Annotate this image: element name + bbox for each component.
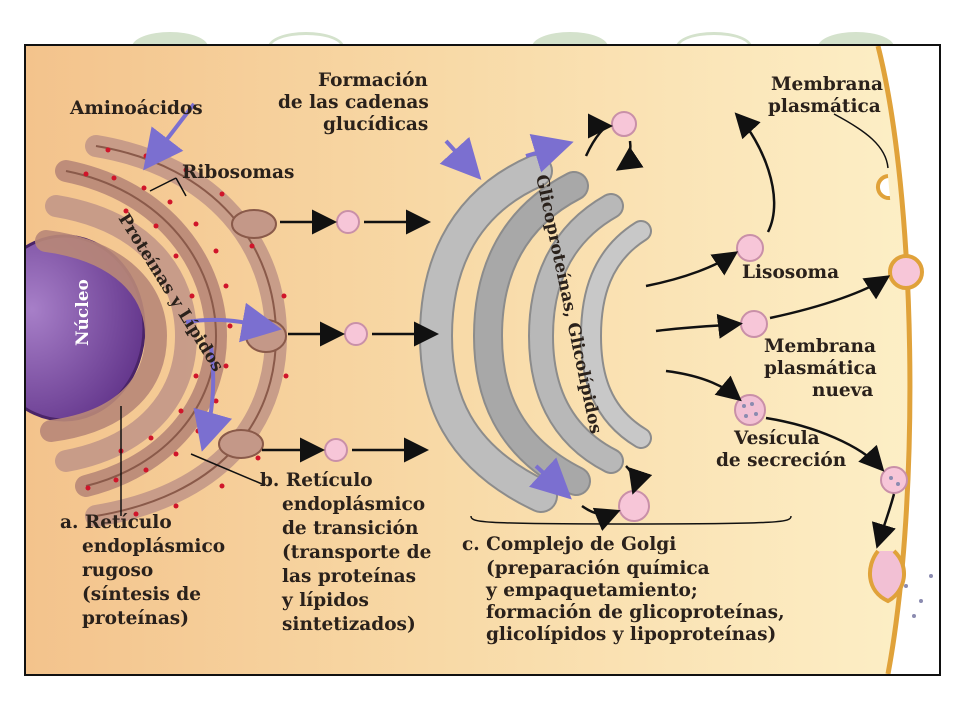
glycan-formation-label-3: glucídicas (323, 114, 428, 135)
transition-er-label-1: b. Retículo (260, 470, 373, 491)
rough-er-label-2: endoplásmico (82, 536, 225, 557)
secretory-vesicle-label-2: de secreción (716, 450, 847, 471)
glycan-formation-label-1: Formación (318, 70, 428, 91)
purple-flow-arrows (143, 102, 574, 500)
label-pointers (120, 113, 889, 525)
amino-acids-label: Aminoácidos (69, 98, 203, 119)
ribosomes-label: Ribosomas (182, 162, 294, 183)
membrane-fused-vesicle (888, 254, 924, 290)
secretory-vesicle (734, 394, 766, 426)
lysosome-label: Lisosoma (742, 262, 839, 283)
transition-er-label-2: endoplásmico (282, 494, 425, 515)
rough-er-label-5: proteínas) (82, 608, 189, 629)
plasma-membrane-label-1: Membrana (771, 74, 883, 95)
ribosomes (83, 147, 289, 517)
transport-vesicles (324, 111, 908, 522)
transition-er-label-5: las proteínas (282, 566, 416, 587)
golgi-label-5: glicolípidos y lipoproteínas) (486, 624, 776, 645)
glycan-formation-label-2: de las cadenas (278, 92, 429, 113)
golgi-label-1: c. Complejo de Golgi (462, 534, 676, 555)
transition-er-label-4: (transporte de (282, 542, 431, 563)
rough-er-label-1: a. Retículo (60, 512, 172, 533)
secretory-vesicle-label-1: Vesícula (733, 428, 820, 449)
rough-er-label-3: rugoso (82, 560, 153, 581)
new-membrane-label-2: plasmática (764, 358, 877, 379)
black-flow-arrows (262, 112, 896, 549)
golgi-label-3: y empaquetamiento; (485, 580, 698, 601)
secretory-content (742, 402, 933, 618)
nucleus-label: Núcleo (73, 279, 93, 346)
extracellular-space (878, 46, 939, 674)
rough-er-label-4: (síntesis de (82, 584, 201, 605)
new-membrane-label-1: Membrana (764, 336, 876, 357)
transition-er-label-7: sintetizados) (282, 614, 416, 635)
cell-secretion-diagram: Núcleo (24, 44, 941, 676)
transition-er-label-6: y lípidos (281, 590, 369, 611)
plasma-membrane-label-2: plasmática (768, 96, 881, 117)
new-membrane-label-3: nueva (812, 380, 873, 401)
exocytosis (867, 549, 907, 604)
transition-er-label-3: de transición (282, 518, 419, 539)
golgi-label-2: (preparación química (486, 558, 710, 579)
membrane-pocket (875, 174, 891, 201)
golgi-label-4: formación de glicoproteínas, (486, 602, 785, 623)
diagram-canvas: Núcleo (26, 46, 939, 674)
